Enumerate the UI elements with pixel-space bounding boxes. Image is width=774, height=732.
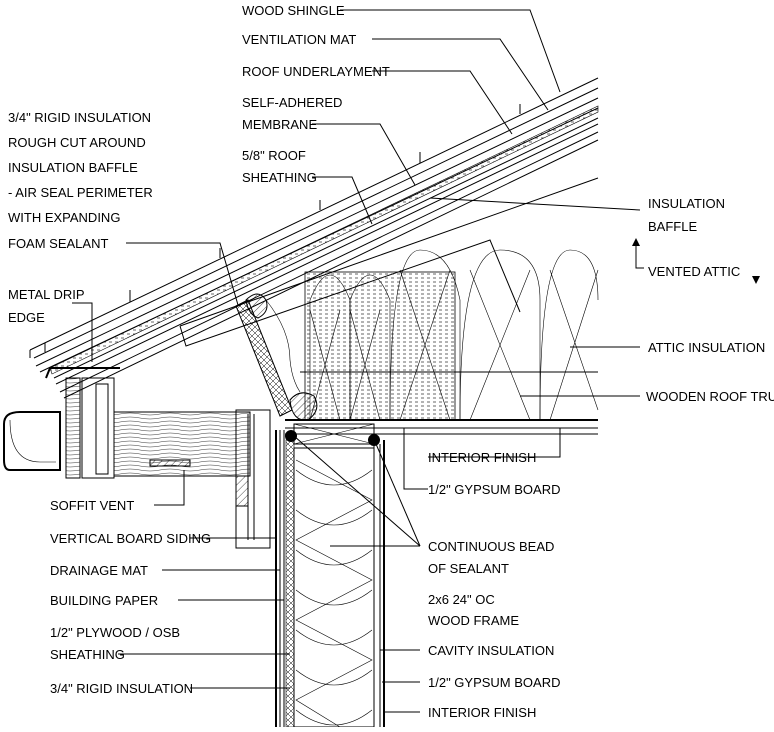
ceiling-line <box>285 419 598 435</box>
label-drainage-mat: DRAINAGE MAT <box>50 563 148 578</box>
label-rigid-bottom: 3/4" RIGID INSULATION <box>50 681 193 696</box>
label-insulation-baffle-1: INSULATION <box>648 196 725 211</box>
label-soffit-vent: SOFFIT VENT <box>50 498 134 513</box>
label-interior-finish-top: INTERIOR FINISH <box>428 450 536 465</box>
label-roof-sheathing-2: SHEATHING <box>242 170 317 185</box>
label-sealant-1: CONTINUOUS BEAD <box>428 539 554 554</box>
sealant-bead-left <box>285 430 297 442</box>
rigid-insulation-piece <box>235 299 293 417</box>
gutter <box>3 411 61 471</box>
attic-insulation <box>300 249 599 421</box>
soffit-vent-grille <box>149 459 191 467</box>
label-gypsum-bottom: 1/2" GYPSUM BOARD <box>428 675 560 690</box>
labels: WOOD SHINGLE VENTILATION MAT ROOF UNDERL… <box>8 3 774 720</box>
label-self-adhered-1: SELF-ADHERED <box>242 95 342 110</box>
label-frame-2: WOOD FRAME <box>428 613 519 628</box>
label-wooden-roof-truss: WOODEN ROOF TRUSS <box>646 389 774 404</box>
label-rigid-top-5: WITH EXPANDING <box>8 210 120 225</box>
metal-drip-edge <box>45 367 120 379</box>
label-rigid-top-6: FOAM SEALANT <box>8 236 108 251</box>
label-roof-underlayment: ROOF UNDERLAYMENT <box>242 64 390 79</box>
label-attic-insulation: ATTIC INSULATION <box>648 340 765 355</box>
rigid-insulation-wall <box>285 439 295 728</box>
label-insulation-baffle-2: BAFFLE <box>648 219 697 234</box>
roof-assembly <box>29 77 599 421</box>
label-sealant-2: OF SEALANT <box>428 561 509 576</box>
label-gypsum-top: 1/2" GYPSUM BOARD <box>428 482 560 497</box>
label-vertical-board-siding: VERTICAL BOARD SIDING <box>50 531 211 546</box>
label-metal-drip-1: METAL DRIP <box>8 287 85 302</box>
fascia-block <box>65 377 81 479</box>
foam-sealant-top <box>245 293 268 319</box>
label-wood-shingle: WOOD SHINGLE <box>242 3 345 18</box>
label-metal-drip-2: EDGE <box>8 310 45 325</box>
label-self-adhered-2: MEMBRANE <box>242 117 317 132</box>
label-roof-sheathing-1: 5/8" ROOF <box>242 148 306 163</box>
eave-assembly <box>3 367 271 549</box>
roof-sheathing-layers <box>53 117 599 399</box>
wall-assembly <box>275 423 385 728</box>
label-rigid-top-4: - AIR SEAL PERIMETER <box>8 185 153 200</box>
label-vented-attic: VENTED ATTIC <box>648 264 740 279</box>
label-plywood-2: SHEATHING <box>50 647 125 662</box>
label-plywood-1: 1/2" PLYWOOD / OSB <box>50 625 180 640</box>
label-ventilation-mat: VENTILATION MAT <box>242 32 356 47</box>
label-rigid-top-1: 3/4" RIGID INSULATION <box>8 110 151 125</box>
ventilation-mat <box>49 105 599 375</box>
label-rigid-top-3: INSULATION BAFFLE <box>8 160 138 175</box>
label-frame-1: 2x6 24" OC <box>428 592 495 607</box>
sealant-bead-right <box>368 434 380 446</box>
leader-lines <box>72 9 644 713</box>
label-interior-finish-bottom: INTERIOR FINISH <box>428 705 536 720</box>
label-building-paper: BUILDING PAPER <box>50 593 158 608</box>
label-rigid-top-2: ROUGH CUT AROUND <box>8 135 146 150</box>
label-cavity-insulation: CAVITY INSULATION <box>428 643 554 658</box>
arrow-up-icon <box>632 238 640 246</box>
arrow-down-icon <box>752 276 760 284</box>
